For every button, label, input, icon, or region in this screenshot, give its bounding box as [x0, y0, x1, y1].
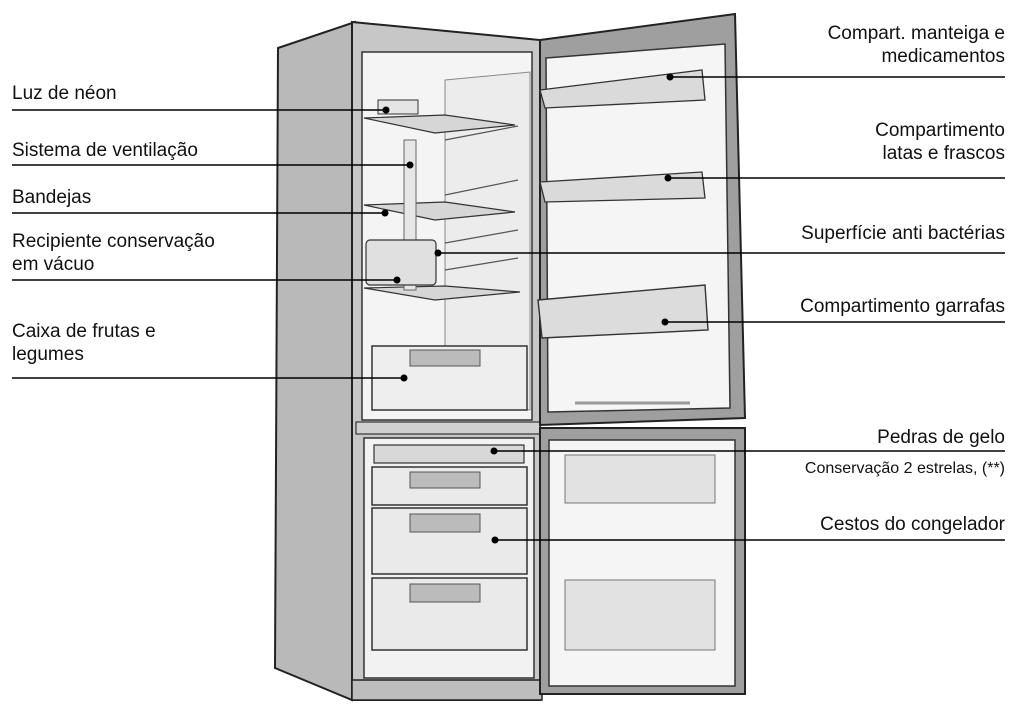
label-line: legumes	[12, 344, 84, 365]
label-latas: Compartimento latas e frascos	[875, 119, 1005, 165]
label-line: Recipiente conservação	[12, 231, 215, 252]
freezer-drawer-2-handle	[409, 513, 481, 533]
label-bandejas: Bandejas	[12, 186, 91, 209]
label-antibacterias: Superfície anti bactérias	[801, 222, 1005, 245]
label-line: Compart. manteiga e	[827, 23, 1005, 44]
label-cestos: Cestos do congelador	[820, 513, 1005, 536]
cabinet-side-panel	[273, 20, 357, 702]
butter-bin	[539, 69, 706, 109]
label-line: Compartimento	[875, 120, 1005, 141]
crisper-handle	[409, 349, 481, 367]
label-line: Superfície anti bactérias	[801, 223, 1005, 244]
rail-1	[444, 125, 519, 141]
label-garrafas: Compartimento garrafas	[800, 295, 1005, 318]
label-line: Caixa de frutas e	[12, 321, 156, 342]
dot-antibacterias	[434, 249, 442, 257]
label-luz-neon: Luz de néon	[12, 82, 117, 105]
label-estrelas: Conservação 2 estrelas, (**)	[805, 457, 1005, 480]
label-line: em vácuo	[12, 254, 95, 275]
ice-tray	[373, 444, 525, 464]
shelf-1	[363, 114, 516, 134]
label-line: Pedras de gelo	[877, 427, 1005, 448]
dot-luz-neon	[382, 106, 390, 114]
shelf-3	[363, 285, 521, 301]
freezer-grill-top	[564, 454, 716, 504]
leader-dots	[381, 73, 674, 544]
label-gelo: Pedras de gelo	[877, 426, 1005, 449]
label-line: Bandejas	[12, 187, 92, 208]
label-line: Conservação 2 estrelas, (**)	[804, 460, 1005, 477]
label-manteiga: Compart. manteiga e medicamentos	[828, 22, 1005, 68]
freezer-drawer-3-handle	[409, 583, 481, 603]
dot-gelo	[490, 447, 498, 455]
dot-cestos	[491, 536, 499, 544]
label-line: medicamentos	[881, 46, 1005, 67]
dot-bandejas	[381, 209, 389, 217]
rail-3	[444, 229, 519, 244]
label-line: Compartimento garrafas	[800, 296, 1005, 317]
cabinet-base	[351, 679, 543, 701]
label-line: Luz de néon	[12, 83, 117, 104]
compartment-divider	[355, 421, 541, 435]
label-frutas: Caixa de frutas e legumes	[12, 320, 156, 366]
dot-vacuo	[393, 276, 401, 284]
freezer-grill-bottom	[564, 579, 716, 651]
cans-bin	[539, 171, 706, 203]
label-vacuo: Recipiente conservação em vácuo	[12, 230, 215, 276]
rail-4	[444, 257, 519, 271]
dot-latas	[664, 174, 672, 182]
dot-frutas	[400, 374, 408, 382]
rail-2	[444, 179, 519, 196]
label-line: latas e frascos	[882, 143, 1006, 164]
label-ventilacao: Sistema de ventilação	[12, 139, 198, 162]
freezer-drawer-1-handle	[409, 471, 481, 489]
dot-ventilacao	[406, 161, 414, 169]
vacuum-container	[365, 239, 437, 286]
label-line: Cestos do congelador	[820, 514, 1005, 535]
leader-lines	[12, 76, 1005, 541]
label-line: Sistema de ventilação	[12, 140, 198, 161]
dot-manteiga	[666, 73, 674, 81]
dot-garrafas	[661, 318, 669, 326]
